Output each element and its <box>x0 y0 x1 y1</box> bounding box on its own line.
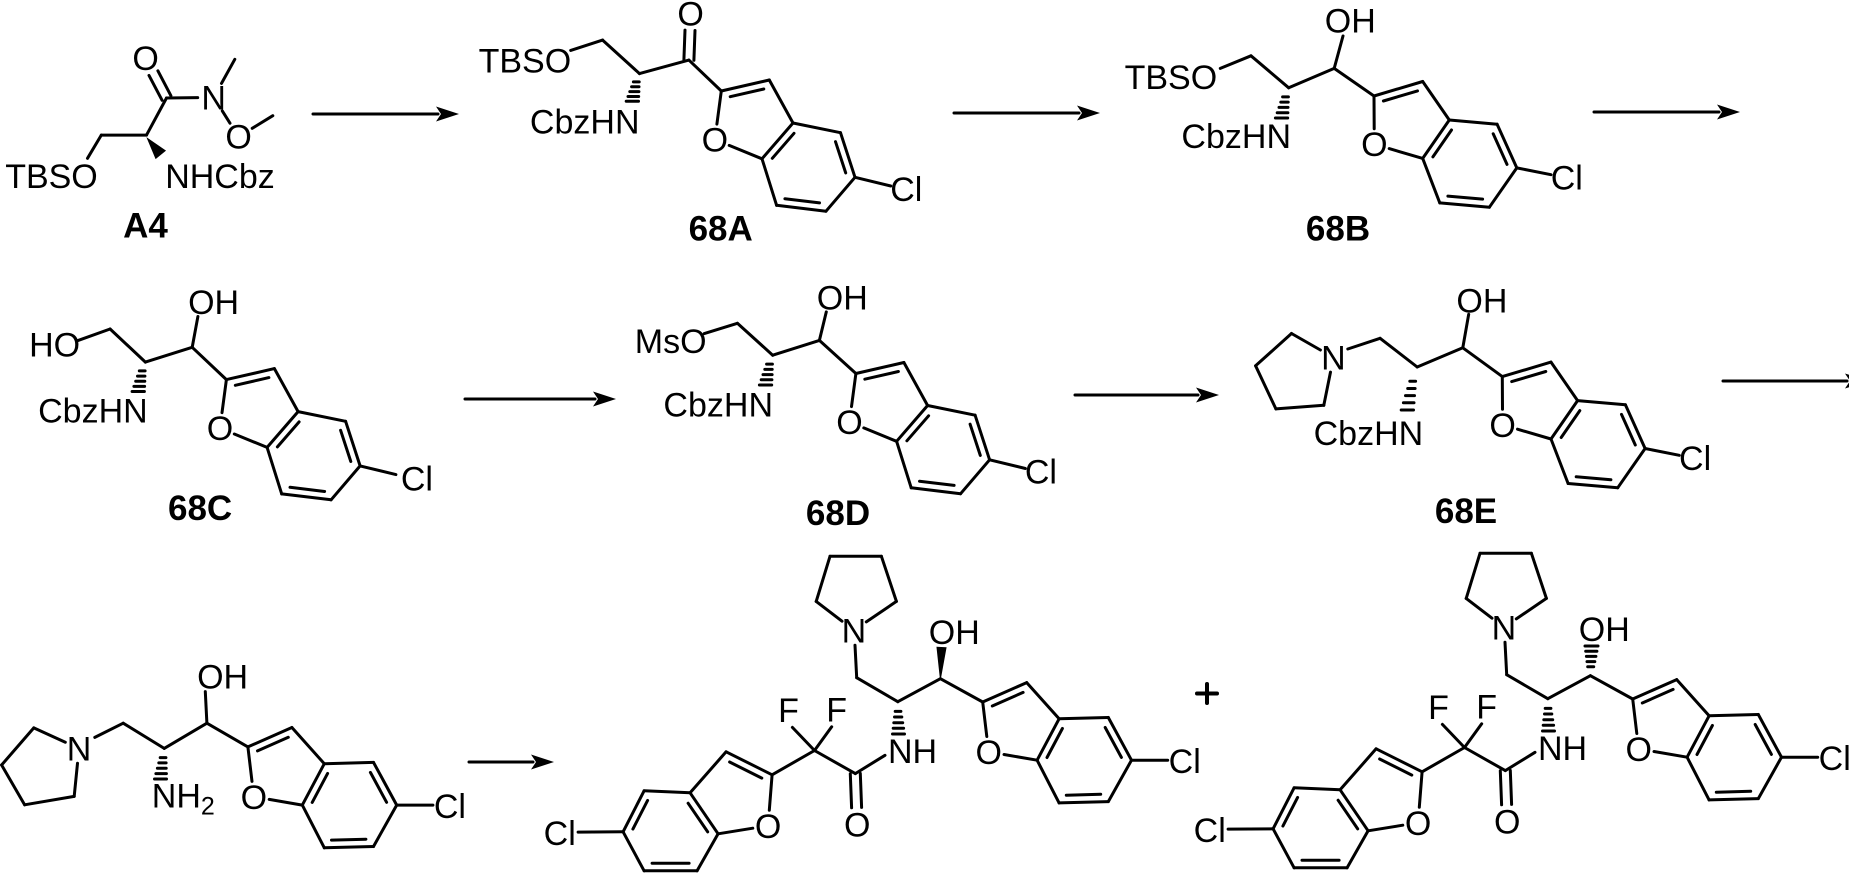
svg-text:N: N <box>1321 339 1346 377</box>
svg-text:NHCbz: NHCbz <box>165 158 275 196</box>
svg-text:O: O <box>225 119 251 157</box>
svg-text:CbzHN: CbzHN <box>1314 415 1424 453</box>
svg-text:O: O <box>1489 407 1515 445</box>
svg-text:OH: OH <box>188 284 239 322</box>
svg-text:N: N <box>201 79 226 117</box>
svg-text:F: F <box>826 692 847 730</box>
svg-text:O: O <box>1494 804 1520 842</box>
svg-text:O: O <box>241 779 267 817</box>
svg-text:O: O <box>975 734 1001 772</box>
svg-text:O: O <box>207 410 233 448</box>
svg-text:Cl: Cl <box>1025 454 1057 492</box>
svg-text:O: O <box>836 404 862 442</box>
svg-text:68C: 68C <box>168 489 232 528</box>
svg-text:Cl: Cl <box>401 461 433 499</box>
svg-text:Cl: Cl <box>434 788 466 826</box>
svg-text:OH: OH <box>1456 283 1507 321</box>
svg-text:Cl: Cl <box>890 171 922 209</box>
svg-text:Cl: Cl <box>1819 740 1849 778</box>
svg-text:NH: NH <box>888 733 937 771</box>
svg-text:NH: NH <box>1538 730 1587 768</box>
svg-text:68E: 68E <box>1435 492 1497 531</box>
svg-text:A4: A4 <box>123 207 168 246</box>
svg-text:O: O <box>1361 126 1387 164</box>
svg-text:F: F <box>778 692 799 730</box>
svg-text:O: O <box>702 122 728 160</box>
svg-text:HO: HO <box>29 326 80 364</box>
svg-text:TBSO: TBSO <box>479 43 572 81</box>
svg-text:Cl: Cl <box>1194 812 1226 850</box>
svg-text:OH: OH <box>1325 3 1376 41</box>
svg-text:68B: 68B <box>1306 209 1370 248</box>
svg-text:O: O <box>1625 731 1651 769</box>
svg-text:O: O <box>132 40 158 78</box>
svg-text:O: O <box>677 0 703 33</box>
svg-text:OH: OH <box>929 614 980 652</box>
svg-text:Cl: Cl <box>1551 159 1583 197</box>
svg-text:CbzHN: CbzHN <box>663 387 773 425</box>
svg-text:F: F <box>1428 689 1449 727</box>
svg-text:N: N <box>67 730 92 768</box>
svg-text:O: O <box>844 807 870 845</box>
svg-text:CbzHN: CbzHN <box>38 393 148 431</box>
svg-text:F: F <box>1476 689 1497 727</box>
svg-text:O: O <box>755 808 781 846</box>
svg-text:Cl: Cl <box>544 815 576 853</box>
svg-text:MsO: MsO <box>635 323 707 361</box>
svg-text:68D: 68D <box>806 494 870 533</box>
svg-text:O: O <box>1405 805 1431 843</box>
svg-text:CbzHN: CbzHN <box>530 103 640 141</box>
svg-text:OH: OH <box>197 658 248 696</box>
svg-text:Cl: Cl <box>1169 743 1201 781</box>
svg-text:TBSO: TBSO <box>5 158 98 196</box>
svg-text:CbzHN: CbzHN <box>1181 118 1291 156</box>
svg-text:OH: OH <box>1579 611 1630 649</box>
svg-text:Cl: Cl <box>1679 440 1711 478</box>
svg-text:OH: OH <box>817 280 868 318</box>
svg-text:68A: 68A <box>689 209 753 248</box>
svg-text:TBSO: TBSO <box>1125 59 1218 97</box>
